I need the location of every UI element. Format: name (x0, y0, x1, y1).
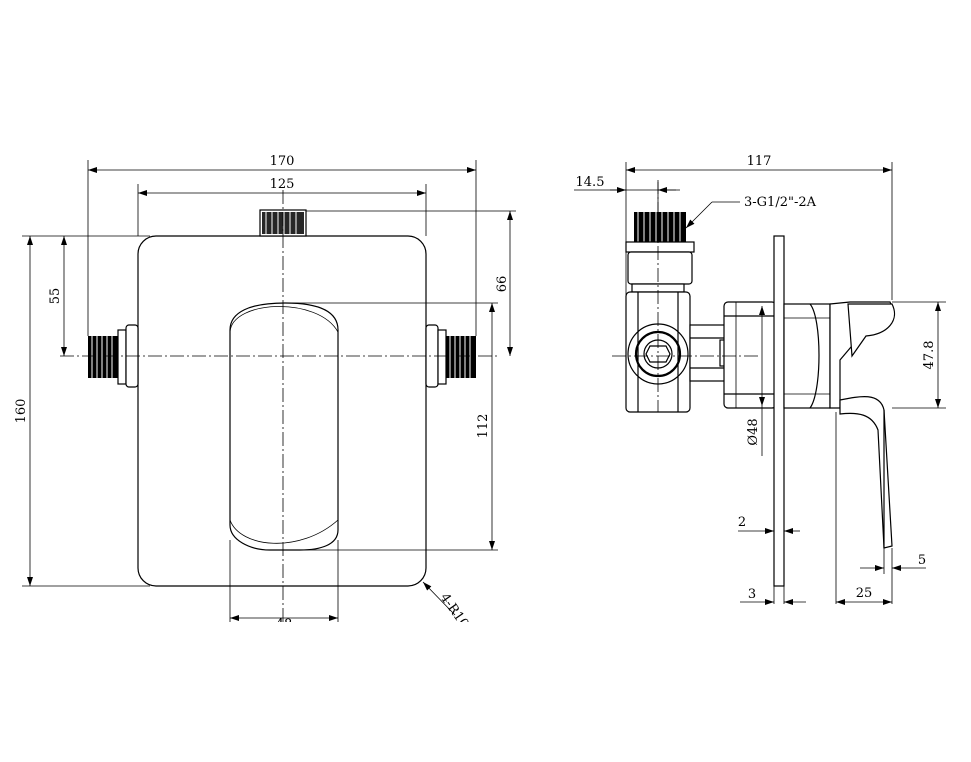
dim-3: 3 (748, 587, 756, 602)
dim-5: 5 (918, 553, 926, 568)
wall-plate (137, 235, 427, 587)
dim-55: 55 (48, 288, 63, 305)
dim-25: 25 (856, 586, 873, 601)
cartridge-body (723, 301, 777, 409)
left-inlet (88, 324, 139, 388)
side-wall-plate (773, 235, 785, 587)
valve-body (625, 291, 737, 413)
side-handle (829, 301, 896, 549)
dim-170: 170 (270, 154, 295, 169)
dim-125: 125 (270, 177, 295, 192)
side-view: 117 14.5 3-G1/2"-2A 47.8 Ø48 2 3 25 5 (574, 154, 946, 605)
dim-14-5: 14.5 (576, 175, 605, 190)
dim-2: 2 (738, 515, 746, 530)
right-inlet (425, 324, 476, 388)
dim-diameter-48: Ø48 (746, 418, 761, 445)
front-view: 170 125 160 55 66 112 48 4-R10 (14, 154, 516, 632)
side-top-outlet (625, 212, 695, 293)
thread-spec-label: 3-G1/2"-2A (744, 195, 817, 210)
dim-112: 112 (476, 414, 491, 439)
dim-66: 66 (495, 276, 510, 293)
dim-117: 117 (747, 154, 772, 169)
dim-47-8: 47.8 (922, 341, 937, 370)
dim-160: 160 (14, 399, 29, 424)
handle-outline (229, 302, 339, 551)
sleeve (783, 303, 831, 409)
